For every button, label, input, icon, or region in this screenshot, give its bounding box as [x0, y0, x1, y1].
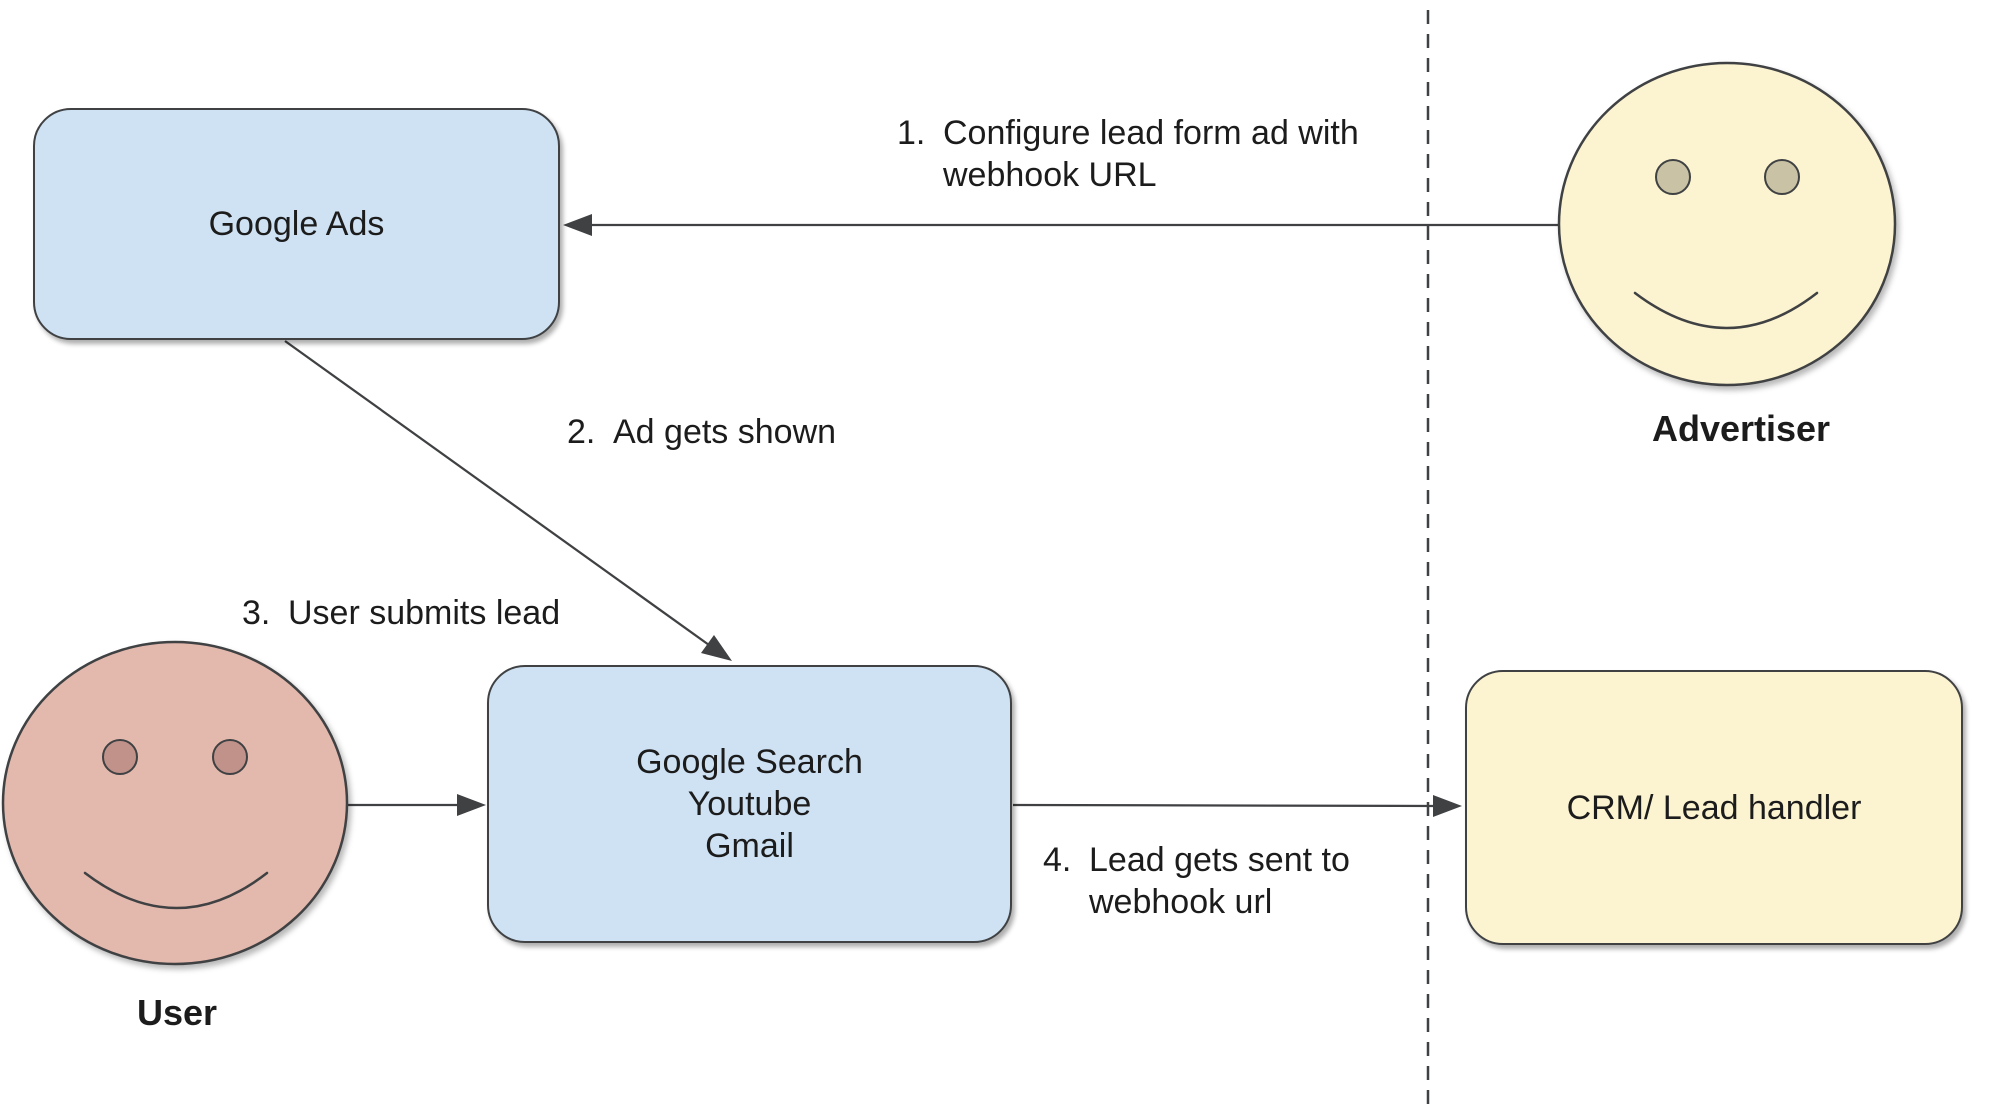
step-1-label: 1. Configure lead form ad with webhook U…: [897, 112, 1359, 196]
node-crm-label: CRM/ Lead handler: [1566, 788, 1862, 827]
advertiser-smile-icon: [1633, 291, 1819, 330]
step-1-text-line: Configure lead form ad with: [943, 114, 1359, 152]
step-1-text-line: webhook URL: [943, 156, 1157, 194]
advertiser-left-eye-icon: [1655, 159, 1691, 195]
node-google-properties-line: Gmail: [705, 827, 794, 865]
arrowhead-diagonal-icon: [701, 635, 732, 661]
arrowhead-left-icon: [563, 214, 592, 236]
advertiser-label: Advertiser: [1651, 408, 1831, 449]
step-3-text-line: User submits lead: [288, 594, 561, 632]
step-3-label: 3. User submits lead: [242, 592, 560, 634]
arrowhead-right-icon: [1433, 795, 1462, 817]
step-2-label: 2. Ad gets shown: [567, 411, 836, 453]
user-face: [1, 640, 349, 966]
advertiser-head: [1557, 61, 1897, 387]
step-4-label: 4. Lead gets sent to webhook url: [1043, 839, 1350, 923]
arrowhead-right-icon: [457, 794, 486, 816]
node-google-properties-line: Google Search: [636, 743, 863, 781]
node-crm-lead-handler: CRM/ Lead handler: [1465, 670, 1963, 945]
user-label: User: [136, 992, 218, 1033]
step-2-number: 2.: [567, 413, 596, 451]
advertiser-face: [1557, 61, 1897, 387]
user-smile-icon: [83, 871, 269, 910]
user-head: [1, 640, 349, 966]
step-4-text-line: Lead gets sent to: [1089, 841, 1350, 879]
advertiser-right-eye-icon: [1764, 159, 1800, 195]
step-3-number: 3.: [242, 594, 271, 632]
step-4-text-line: webhook url: [1089, 883, 1273, 921]
step-2-text-line: Ad gets shown: [613, 413, 837, 451]
arrow-user-submits-lead: [348, 794, 486, 816]
user-right-eye-icon: [212, 739, 248, 775]
node-google-ads: Google Ads: [33, 108, 560, 340]
arrow-lead-to-webhook: [1012, 795, 1462, 817]
user-left-eye-icon: [102, 739, 138, 775]
step-4-number: 4.: [1043, 841, 1072, 879]
node-google-properties: Google Search Youtube Gmail: [487, 665, 1012, 943]
arrow-configure-lead-form: [563, 214, 1559, 236]
step-1-number: 1.: [897, 114, 926, 152]
node-google-properties-line: Youtube: [687, 785, 812, 823]
node-google-ads-label: Google Ads: [208, 205, 385, 243]
arrow-ad-gets-shown: [284, 340, 732, 661]
